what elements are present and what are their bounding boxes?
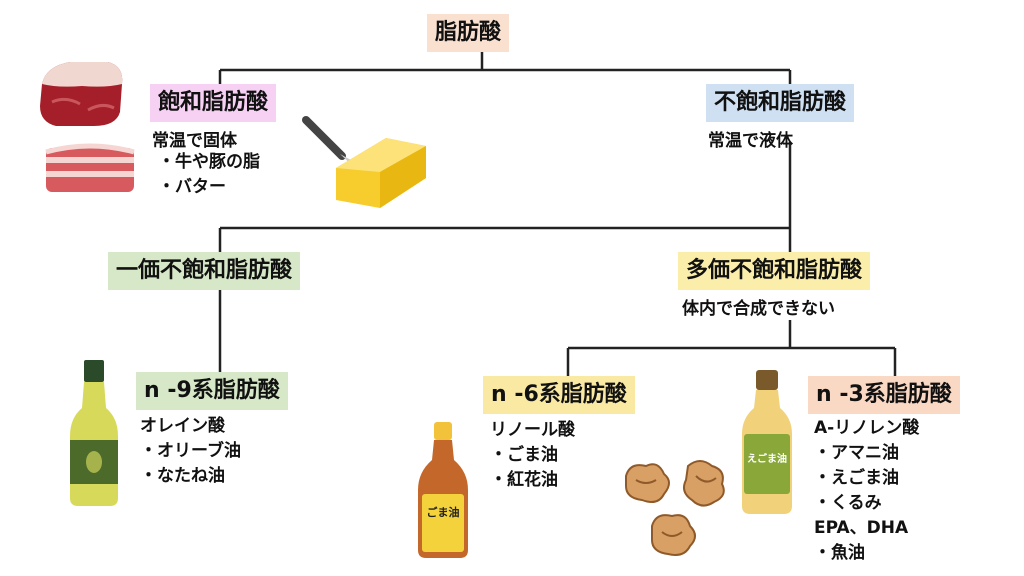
list-item: ・魚油: [814, 543, 865, 563]
list-item: ・牛や豚の脂: [158, 152, 260, 172]
walnut-2: [683, 460, 725, 507]
n3-lines: A-リノレン酸 ・アマニ油 ・えごま油 ・くるみ EPA、DHA ・魚油: [814, 416, 919, 566]
pork-icon: [45, 143, 135, 192]
connector-unsaturated: [218, 142, 792, 252]
list-item: オレイン酸: [140, 416, 225, 436]
list-item: ・えごま油: [814, 468, 899, 488]
list-item: ・オリーブ油: [140, 441, 241, 461]
n6-lines: リノール酸 ・ごま油 ・紅花油: [490, 418, 575, 493]
sesame-oil-bottle-icon: ごま油: [418, 422, 468, 558]
butter-icon: [302, 116, 426, 208]
saturated-note: 常温で固体: [152, 131, 237, 151]
saturated-node: 飽和脂肪酸: [150, 84, 277, 122]
unsaturated-node: 不飽和脂肪酸: [706, 84, 855, 122]
n3-node: n -3系脂肪酸: [808, 376, 960, 414]
beef-icon: [40, 62, 123, 126]
list-item: ・紅花油: [490, 470, 558, 490]
n9-node: n -9系脂肪酸: [136, 372, 288, 410]
list-item: A-リノレン酸: [814, 418, 920, 438]
list-item: ・バター: [158, 177, 226, 197]
walnuts-icon: [625, 460, 725, 556]
connector-poly: [566, 320, 897, 376]
saturated-items: ・牛や豚の脂 ・バター: [158, 150, 260, 200]
mono-node: 一価不飽和脂肪酸: [108, 252, 301, 290]
list-item: EPA、DHA: [814, 518, 909, 538]
list-item: ・なたね油: [140, 466, 225, 486]
egoma-oil-bottle-icon: えごま油: [742, 370, 792, 514]
poly-node: 多価不飽和脂肪酸: [678, 252, 871, 290]
connector-root: [218, 52, 792, 86]
list-item: ・くるみ: [814, 493, 882, 513]
poly-note: 体内で合成できない: [682, 299, 835, 319]
sesame-bottle-label: ごま油: [427, 505, 460, 519]
n9-lines: オレイン酸 ・オリーブ油 ・なたね油: [140, 414, 241, 489]
list-item: リノール酸: [490, 420, 575, 440]
list-item: ・ごま油: [490, 445, 558, 465]
unsaturated-note: 常温で液体: [708, 131, 793, 151]
root-node: 脂肪酸: [427, 14, 510, 52]
list-item: ・アマニ油: [814, 443, 899, 463]
egoma-bottle-label: えごま油: [747, 452, 787, 465]
n6-node: n -6系脂肪酸: [483, 376, 635, 414]
olive-oil-bottle-icon: [70, 360, 118, 506]
